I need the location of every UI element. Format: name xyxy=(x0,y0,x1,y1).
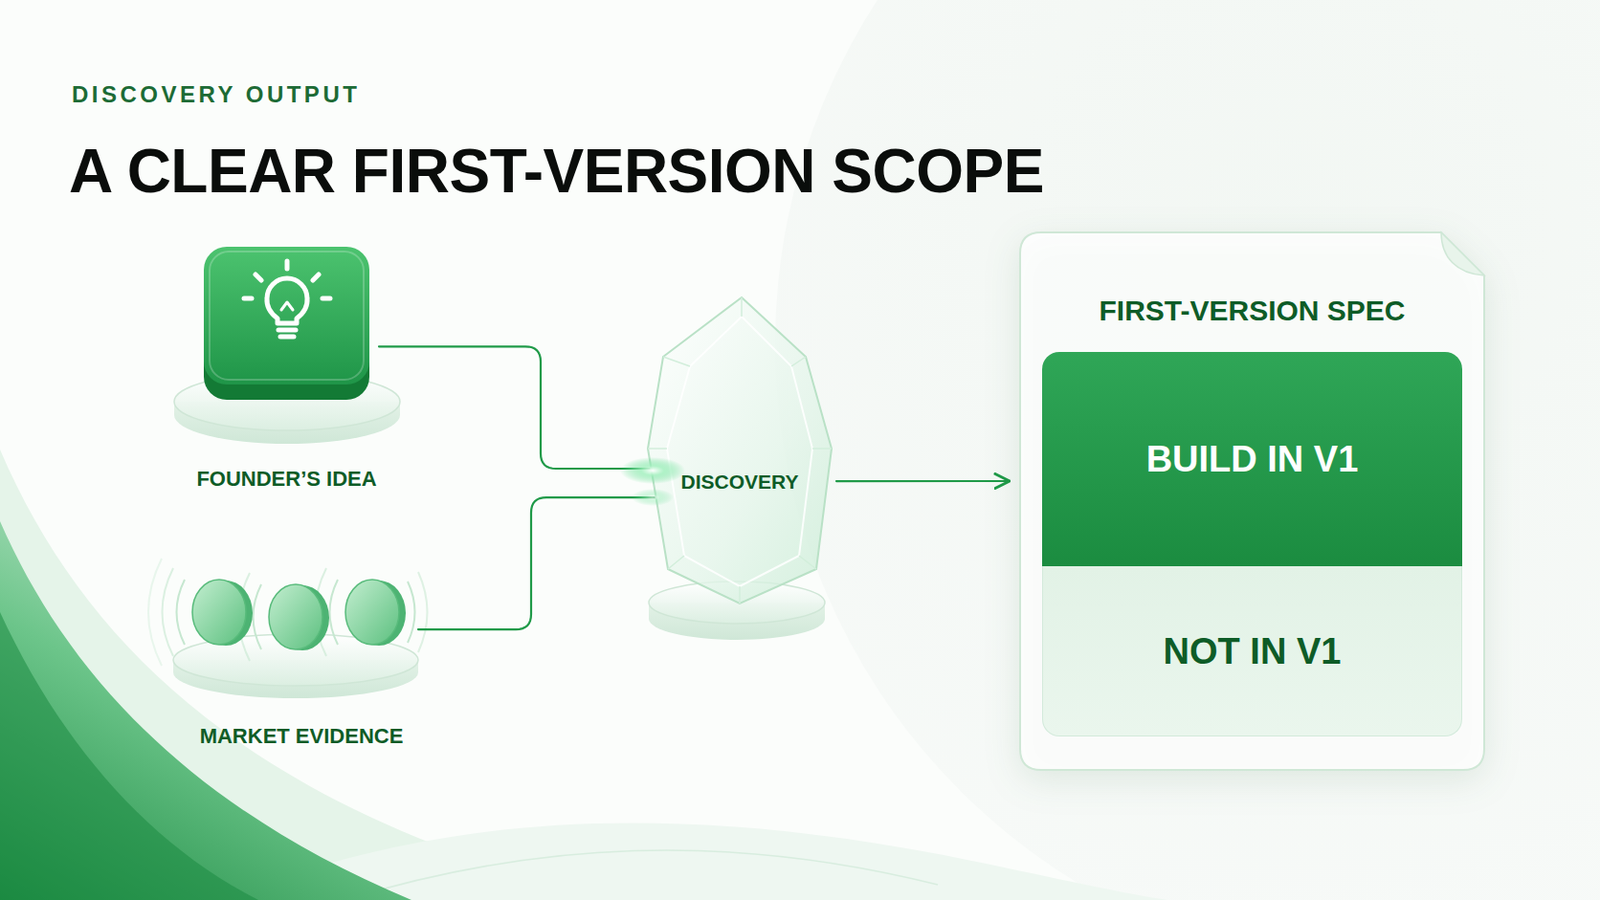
document-heading: FIRST-VERSION SPEC xyxy=(1020,293,1485,329)
crystal-outline xyxy=(647,297,832,604)
idea-icon-node: FOUNDER’S IDEA xyxy=(203,246,370,399)
entry-glow xyxy=(620,457,686,485)
evidence-node: MARKET EVIDENCE xyxy=(186,578,417,666)
crystal-shape xyxy=(647,297,832,618)
entry-glow xyxy=(631,488,674,507)
discovery-crystal: DISCOVERY xyxy=(647,297,832,618)
crystal-label: DISCOVERY xyxy=(647,469,832,495)
node-label: FOUNDER’S IDEA xyxy=(146,466,427,492)
box-label: BUILD IN V1 xyxy=(1146,438,1359,481)
document-fold xyxy=(1441,232,1485,276)
flow-line xyxy=(418,497,656,630)
crystal-facet xyxy=(666,316,813,587)
node-label: MARKET EVIDENCE xyxy=(148,724,455,750)
eyebrow-label: DISCOVERY OUTPUT xyxy=(71,83,360,107)
crystal-facet xyxy=(647,297,832,604)
flow-line xyxy=(378,346,652,469)
scope-in-box: BUILD IN V1 xyxy=(1042,352,1463,567)
signal-ripples xyxy=(148,558,428,667)
lightbulb-icon xyxy=(203,246,370,400)
scope-out-box: NOT IN V1 xyxy=(1042,566,1463,737)
background-circle xyxy=(775,0,1600,900)
page-title: A CLEAR FIRST-VERSION SCOPE xyxy=(68,140,1045,202)
spec-document: FIRST-VERSION SPEC BUILD IN V1 NOT IN V1 xyxy=(1020,232,1485,771)
flow-arrow xyxy=(836,480,1010,483)
evidence-discs xyxy=(192,579,406,651)
document-outline xyxy=(1020,232,1485,771)
background-swoosh xyxy=(0,449,1168,900)
box-label: NOT IN V1 xyxy=(1163,630,1342,673)
